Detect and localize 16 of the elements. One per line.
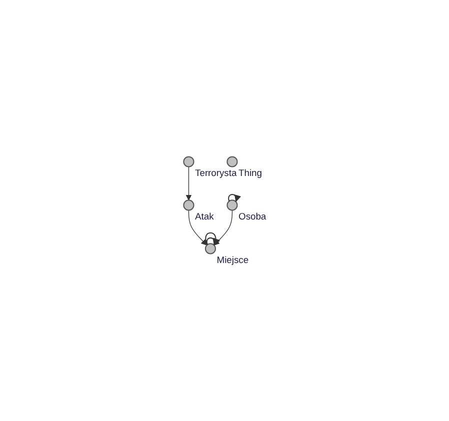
node-caption: Thing <box>238 168 262 178</box>
circle-node <box>226 156 238 167</box>
node-caption: Terrorysta <box>194 168 236 178</box>
arrow <box>188 210 207 246</box>
circle-node <box>182 199 194 210</box>
self-loop-arrow <box>228 194 240 202</box>
self-loop-arrow <box>206 237 218 246</box>
circle-node <box>182 156 194 167</box>
node-caption: Osoba <box>238 211 266 222</box>
node-caption: Miejsce <box>216 254 248 265</box>
arrow <box>185 166 192 200</box>
arrow <box>213 210 232 246</box>
self-loop-arrow <box>204 232 220 246</box>
circle-node <box>226 199 238 210</box>
node-caption: Atak <box>194 211 214 222</box>
circle-node <box>204 242 216 254</box>
